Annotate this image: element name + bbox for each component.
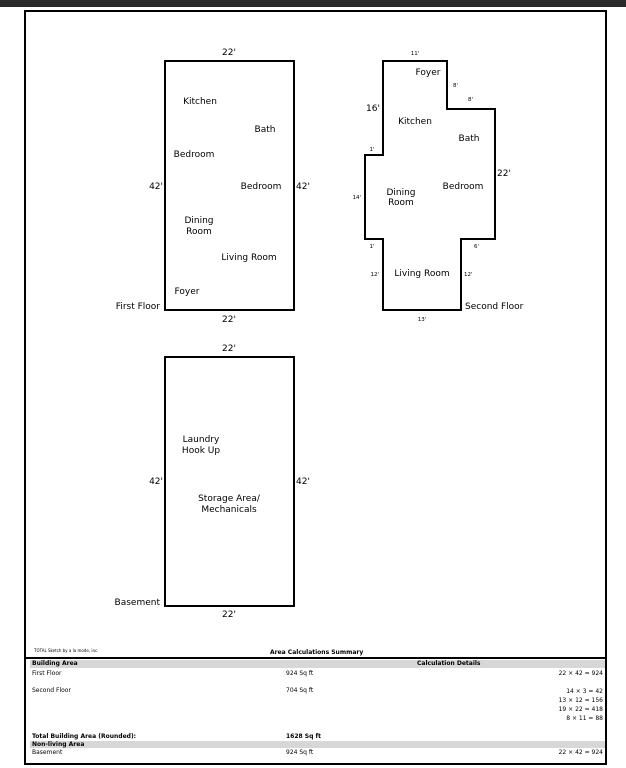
second-floor-dim: 12' — [370, 272, 379, 278]
room-label: Kitchen — [398, 117, 432, 127]
row-area: 924 Sq ft — [286, 670, 314, 677]
basement-dim-left: 42' — [149, 477, 163, 487]
second-floor-plan: 11' 8' 8' 16' 1' 22' 14' 1' 6' 12' 12' 1… — [352, 51, 523, 323]
table-row: First Floor 924 Sq ft 22 × 42 = 924 — [30, 668, 605, 685]
row-area: 924 Sq ft — [286, 749, 314, 756]
software-credit: TOTAL Sketch by a la mode, inc. — [34, 648, 99, 653]
top-bar — [0, 0, 626, 7]
room-label: Storage Area/ — [198, 494, 261, 504]
basement-dim-bottom: 22' — [222, 610, 236, 620]
basement-outline — [164, 356, 295, 607]
calc-line: 8 × 11 = 88 — [566, 715, 603, 722]
calc-line: 19 × 22 = 418 — [558, 706, 603, 713]
page-frame — [24, 10, 607, 765]
room-label: Living Room — [394, 269, 449, 279]
total-row: Total Building Area (Rounded): 1628 Sq f… — [30, 733, 605, 740]
room-label: Dining — [386, 188, 415, 198]
row-calcs: 14 × 3 = 42 13 × 12 = 156 19 × 22 = 418 … — [559, 687, 603, 723]
room-label: Bedroom — [241, 182, 282, 192]
first-floor-dim-right: 42' — [296, 182, 310, 192]
first-floor-plan: 22' 22' 42' 42' Kitchen Bath Bedroom Bed… — [116, 48, 310, 325]
room-label: Living Room — [221, 253, 276, 263]
second-floor-dim: 6' — [474, 244, 479, 250]
calc-line: 22 × 42 = 924 — [558, 749, 603, 756]
area-calculations-table: Building Area Calculation Details First … — [30, 660, 605, 760]
room-label: Dining — [184, 216, 213, 226]
second-floor-dim: 11' — [411, 51, 420, 57]
total-value: 1628 Sq ft — [286, 733, 321, 740]
room-label: Kitchen — [183, 97, 217, 107]
second-floor-dim: 22' — [497, 169, 511, 179]
building-area-header: Building Area — [32, 660, 78, 667]
room-label: Foyer — [175, 287, 200, 297]
second-floor-outline — [364, 60, 496, 311]
row-calcs: 22 × 42 = 924 — [559, 749, 603, 756]
room-label: Mechanicals — [201, 505, 257, 515]
room-label: Bath — [255, 125, 276, 135]
second-floor-dim: 8' — [468, 97, 473, 103]
second-floor-dim: 13' — [418, 317, 427, 323]
second-floor-dim: 12' — [464, 272, 473, 278]
first-floor-label: First Floor — [116, 302, 160, 312]
room-label: Bath — [459, 134, 480, 144]
second-floor-dim: 8' — [453, 83, 458, 89]
table-row: Basement 924 Sq ft 22 × 42 = 924 — [30, 748, 605, 760]
row-area: 704 Sq ft — [286, 687, 314, 694]
room-label: Room — [388, 198, 414, 208]
first-floor-outline — [164, 60, 295, 311]
room-label: Laundry — [183, 435, 220, 445]
table-row: Second Floor 704 Sq ft 14 × 3 = 42 13 × … — [30, 685, 605, 733]
second-floor-dim: 1' — [369, 244, 374, 250]
second-floor-dim: 16' — [366, 104, 380, 114]
room-label: Hook Up — [182, 446, 220, 456]
calc-details-header: Calculation Details — [417, 660, 481, 667]
summary-title: Area Calculations Summary — [270, 649, 364, 656]
row-name: Second Floor — [32, 687, 71, 694]
building-area-header-row: Building Area Calculation Details — [30, 660, 605, 668]
row-name: Basement — [32, 749, 63, 756]
row-calcs: 22 × 42 = 924 — [559, 670, 603, 677]
room-label: Bedroom — [443, 182, 484, 192]
nonliving-header: Non-living Area — [32, 741, 85, 748]
basement-dim-top: 22' — [222, 344, 236, 354]
basement-label: Basement — [115, 598, 161, 608]
calc-line: 22 × 42 = 924 — [558, 670, 603, 677]
basement-dim-right: 42' — [296, 477, 310, 487]
nonliving-header-row: Non-living Area — [30, 741, 605, 748]
first-floor-dim-left: 42' — [149, 182, 163, 192]
second-floor-dim: 1' — [369, 147, 374, 153]
calc-line: 13 × 12 = 156 — [558, 697, 603, 704]
first-floor-dim-top: 22' — [222, 48, 236, 58]
room-label: Room — [186, 227, 212, 237]
calc-line: 14 × 3 = 42 — [566, 688, 603, 695]
second-floor-label: Second Floor — [465, 302, 524, 312]
second-floor-dim: 14' — [352, 195, 361, 201]
room-label: Foyer — [416, 68, 441, 78]
row-name: First Floor — [32, 670, 62, 677]
summary-separator — [26, 657, 605, 659]
room-label: Bedroom — [174, 150, 215, 160]
basement-plan: 22' 22' 42' 42' Laundry Hook Up Storage … — [115, 344, 310, 620]
total-label: Total Building Area (Rounded): — [32, 733, 137, 740]
first-floor-dim-bottom: 22' — [222, 315, 236, 325]
